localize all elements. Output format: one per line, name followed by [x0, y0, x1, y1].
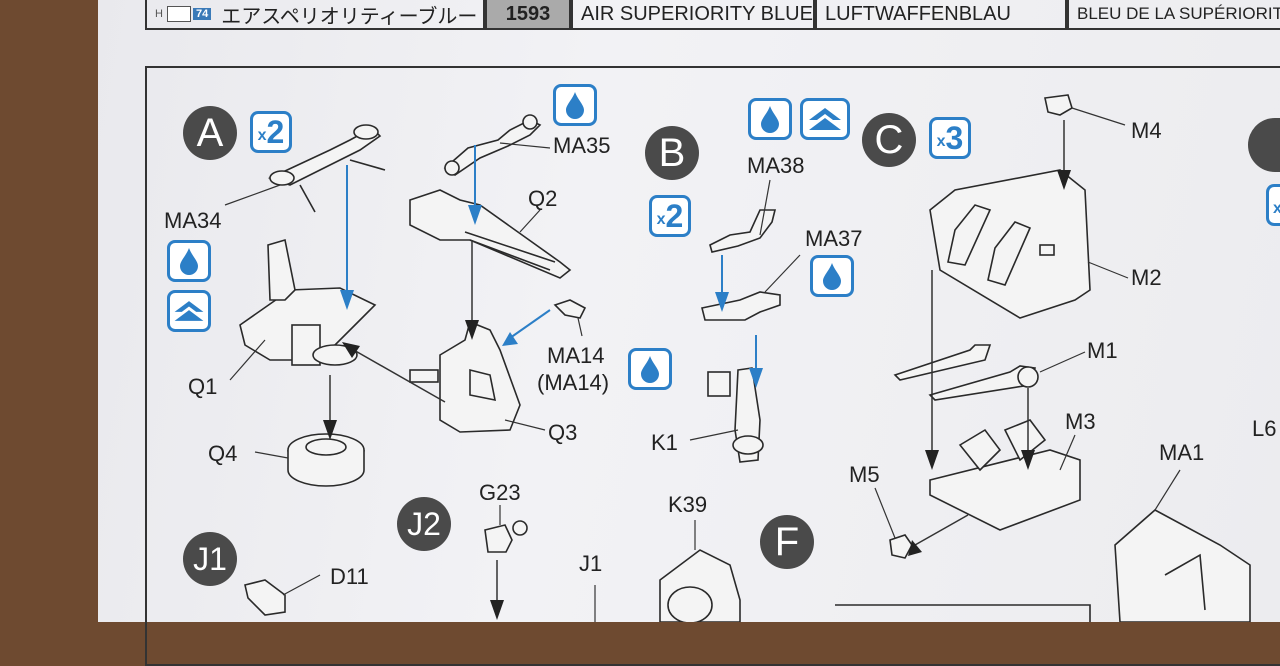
part-label-m2: M2 — [1131, 265, 1162, 290]
jp-color-name: エアスペリオリティーブルー — [221, 5, 478, 28]
part-label-m3: M3 — [1065, 409, 1096, 434]
paint-code: 1593 — [485, 0, 571, 30]
step-j1-circle: J1 — [183, 532, 237, 586]
glue-drop-icon — [628, 348, 672, 390]
step-c-circle: C — [862, 113, 916, 167]
part-label-ma38: MA38 — [747, 153, 805, 178]
part-label-q2: Q2 — [528, 186, 558, 211]
glue-drop-icon — [748, 98, 792, 140]
assembly-page: H 74 エアスペリオリティーブルー 1593 AIR SUPERIORITY … — [145, 0, 1280, 666]
glue-drop-icon — [553, 84, 597, 126]
step-b-circle: B — [645, 126, 699, 180]
part-label-ma37: MA37 — [805, 226, 863, 251]
en-color-name: AIR SUPERIORITY BLUE — [571, 0, 815, 30]
h-prefix: H — [155, 8, 163, 20]
part-label-g23: G23 — [479, 480, 521, 505]
part-label-m1: M1 — [1087, 338, 1118, 363]
part-label-q1: Q1 — [188, 374, 218, 399]
part-label-m5: M5 — [849, 462, 880, 487]
part-label-ma14: MA14 — [547, 343, 605, 368]
up-arrow-icon — [167, 290, 211, 332]
step-j2-circle: J2 — [397, 497, 451, 551]
parts-diagram — [224, 94, 1251, 622]
part-label-m4: M4 — [1131, 118, 1162, 143]
step-f-circle: F — [760, 515, 814, 569]
up-arrow-icon — [800, 98, 850, 140]
de-color-name: LUFTWAFFENBLAU — [815, 0, 1067, 30]
part-label-l6: L6 — [1252, 416, 1277, 441]
part-label-k1: K1 — [651, 430, 678, 455]
color-swatch — [166, 6, 191, 22]
fr-color-name: BLEU DE LA SUPÉRIORITÉ DE — [1067, 0, 1280, 30]
step-a-circle: A — [183, 106, 237, 160]
part-label-q4: Q4 — [208, 441, 238, 466]
paint-reference-row: H 74 エアスペリオリティーブルー 1593 AIR SUPERIORITY … — [145, 0, 1280, 32]
part-label-ma1: MA1 — [1159, 440, 1205, 465]
part-label-j1: J1 — [579, 551, 603, 576]
glue-drop-icon — [167, 240, 211, 282]
h-number: 74 — [192, 8, 212, 20]
part-label-q3: Q3 — [548, 420, 578, 445]
part-label-ma35: MA35 — [553, 133, 611, 158]
part-label-ma14-alt: (MA14) — [537, 370, 610, 395]
part-label-d11: D11 — [330, 564, 369, 589]
glue-drop-icon — [810, 255, 854, 297]
jp-paint-cell: H 74 エアスペリオリティーブルー — [145, 0, 485, 30]
step-next-quantity: x — [1266, 184, 1280, 226]
part-label-k39: K39 — [668, 492, 708, 517]
part-label-ma34: MA34 — [164, 208, 222, 233]
